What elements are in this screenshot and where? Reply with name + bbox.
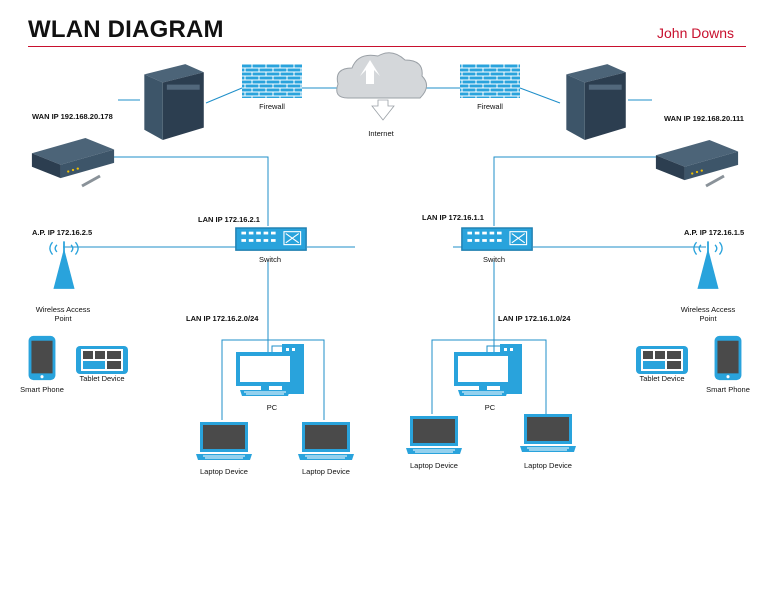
firewall-right-icon — [460, 64, 520, 98]
ap-ip-right: A.P. IP 172.16.1.5 — [684, 228, 744, 237]
smart-phone-right-label: Smart Phone — [706, 385, 750, 394]
lan-ip-switch-right: LAN IP 172.16.1.1 — [422, 213, 484, 222]
router-left-cable-icon — [81, 174, 101, 188]
ap-right-label-line2: Point — [699, 314, 717, 323]
firewall-left-icon — [242, 64, 302, 98]
connection-lines — [63, 87, 706, 420]
switch-right-label: Switch — [483, 255, 505, 264]
laptop-left-a-label: Laptop Device — [200, 467, 248, 476]
smart-phone-left-label: Smart Phone — [20, 385, 64, 394]
laptop-left-b-icon — [298, 422, 354, 460]
internet-cloud-icon — [336, 52, 427, 121]
laptop-right-b-label: Laptop Device — [524, 461, 572, 470]
router-right-cable-icon — [705, 174, 725, 188]
server-left-icon — [144, 64, 204, 140]
smart-phone-left-icon — [28, 335, 56, 381]
firewall-left-label: Firewall — [259, 102, 285, 111]
tablet-left-icon — [76, 346, 128, 374]
ap-left-label-line1: Wireless Access — [36, 305, 91, 314]
subnet-right-label: LAN IP 172.16.1.0/24 — [498, 314, 571, 323]
laptop-right-a-label: Laptop Device — [410, 461, 458, 470]
laptop-right-a-icon — [406, 416, 462, 454]
switch-left-label: Switch — [259, 255, 281, 264]
pc-left-label: PC — [267, 403, 278, 412]
wan-ip-left: WAN IP 192.168.20.178 — [32, 112, 113, 121]
smart-phone-right-icon — [714, 335, 742, 381]
subnet-left-label: LAN IP 172.16.2.0/24 — [186, 314, 259, 323]
pc-right-icon — [454, 344, 522, 396]
wireless-ap-right-icon — [692, 240, 724, 290]
tablet-left-label: Tablet Device — [79, 374, 124, 383]
lan-ip-switch-left: LAN IP 172.16.2.1 — [198, 215, 260, 224]
switch-left-icon — [235, 227, 307, 251]
firewall-right-label: Firewall — [477, 102, 503, 111]
laptop-left-b-label: Laptop Device — [302, 467, 350, 476]
author-name: John Downs — [657, 25, 735, 41]
tablet-right-icon — [636, 346, 688, 374]
tablet-right-label: Tablet Device — [639, 374, 684, 383]
server-right-icon — [566, 64, 626, 140]
internet-label: Internet — [368, 129, 394, 138]
router-left-icon — [31, 138, 115, 179]
switch-right-icon — [461, 227, 533, 251]
wireless-ap-left-icon — [48, 240, 80, 290]
ap-ip-left: A.P. IP 172.16.2.5 — [32, 228, 92, 237]
ap-left-label-line2: Point — [54, 314, 72, 323]
router-right-icon — [655, 140, 739, 181]
laptop-right-b-icon — [520, 414, 576, 452]
diagram-title: WLAN DIAGRAM — [28, 16, 224, 43]
ap-right-label-line1: Wireless Access — [681, 305, 736, 314]
laptop-left-a-icon — [196, 422, 252, 460]
title-rule — [28, 46, 746, 47]
pc-left-icon — [236, 344, 304, 396]
wan-ip-right: WAN IP 192.168.20.111 — [664, 114, 744, 123]
pc-right-label: PC — [485, 403, 496, 412]
